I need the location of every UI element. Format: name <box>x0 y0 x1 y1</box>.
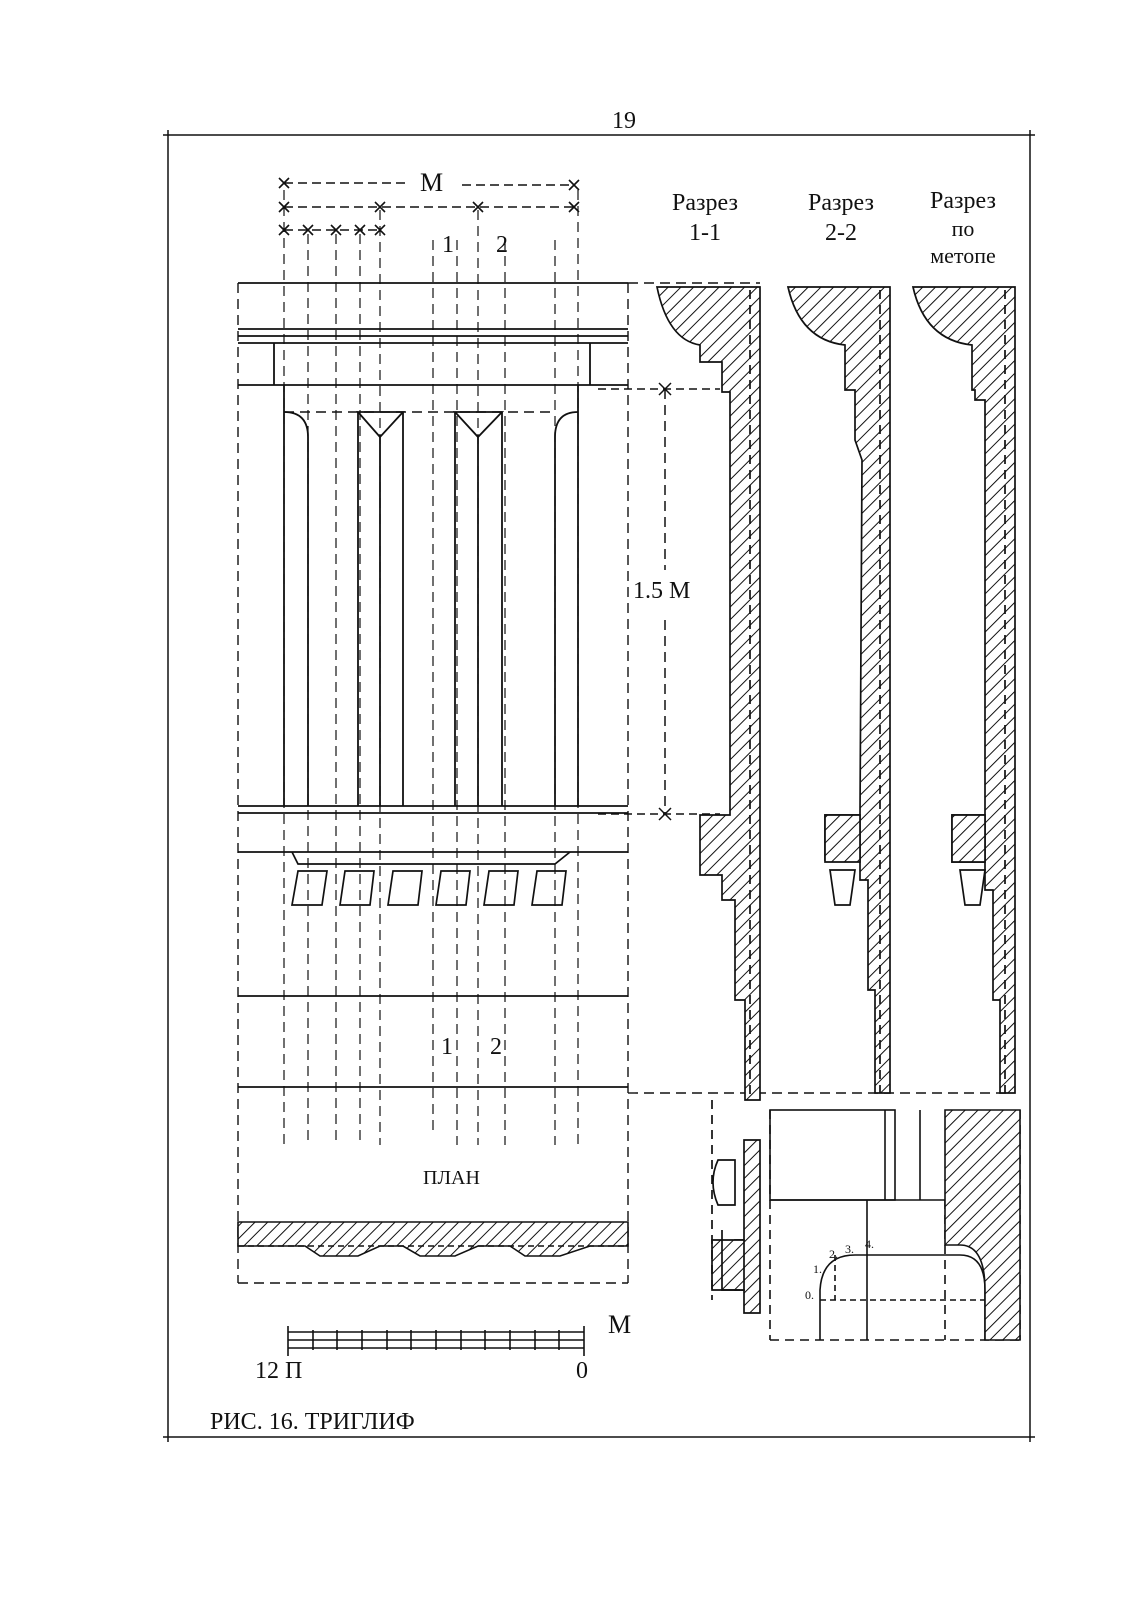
figure-caption: РИС. 16. ТРИГЛИФ <box>210 1409 415 1435</box>
section-2-2-line-1: Разрез <box>808 190 874 216</box>
mark-2-top: 2 <box>496 232 508 258</box>
mark-1-lower: 1 <box>441 1034 453 1060</box>
scale-right-label: 0 <box>576 1358 588 1384</box>
detail-mark-4: 4. <box>865 1237 874 1251</box>
detail-mark-3: 3. <box>845 1242 854 1256</box>
detail-mark-2: 2. <box>829 1247 838 1261</box>
triglyph-elevation <box>238 282 628 1088</box>
page-frame <box>163 130 1035 1442</box>
section-metope-line-3: метопе <box>930 243 996 268</box>
section-2-2-title: Разрез 2-2 <box>786 188 896 248</box>
plan-view <box>237 1221 629 1257</box>
height-label: 1.5 М <box>633 578 691 605</box>
elevation-outline-dashed <box>237 282 1010 1284</box>
section-metope-title: Разрез по метопе <box>908 188 1018 269</box>
mark-1-top: 1 <box>442 232 454 258</box>
guttae-row <box>290 851 571 906</box>
scale-unit-label: М <box>608 1310 632 1339</box>
section-1-1-line-2: 1-1 <box>689 220 721 246</box>
page-number: 19 <box>612 108 636 134</box>
section-2-2 <box>786 286 891 1094</box>
detail-mark-1: 1. <box>813 1262 822 1276</box>
section-metope-line-1: Разрез <box>930 188 996 214</box>
mark-2-lower: 2 <box>490 1034 502 1060</box>
section-1-1 <box>655 286 761 1314</box>
construction-guides <box>283 190 579 1145</box>
section-2-2-line-2: 2-2 <box>825 220 857 246</box>
module-label: М <box>420 168 444 197</box>
detail-mark-0: 0. <box>805 1288 814 1302</box>
section-1-1-title: Разрез 1-1 <box>650 188 760 248</box>
section-metope <box>911 286 1016 1094</box>
scale-bar <box>287 1326 585 1356</box>
module-dimension-lines <box>284 182 574 231</box>
scale-left-label: 12 П <box>255 1358 303 1384</box>
section-1-1-line-1: Разрез <box>672 190 738 216</box>
height-dimension <box>598 382 720 821</box>
plan-label: ПЛАН <box>420 1167 483 1190</box>
detail-hatch <box>944 1109 1021 1341</box>
section-metope-line-2: по <box>951 216 975 241</box>
